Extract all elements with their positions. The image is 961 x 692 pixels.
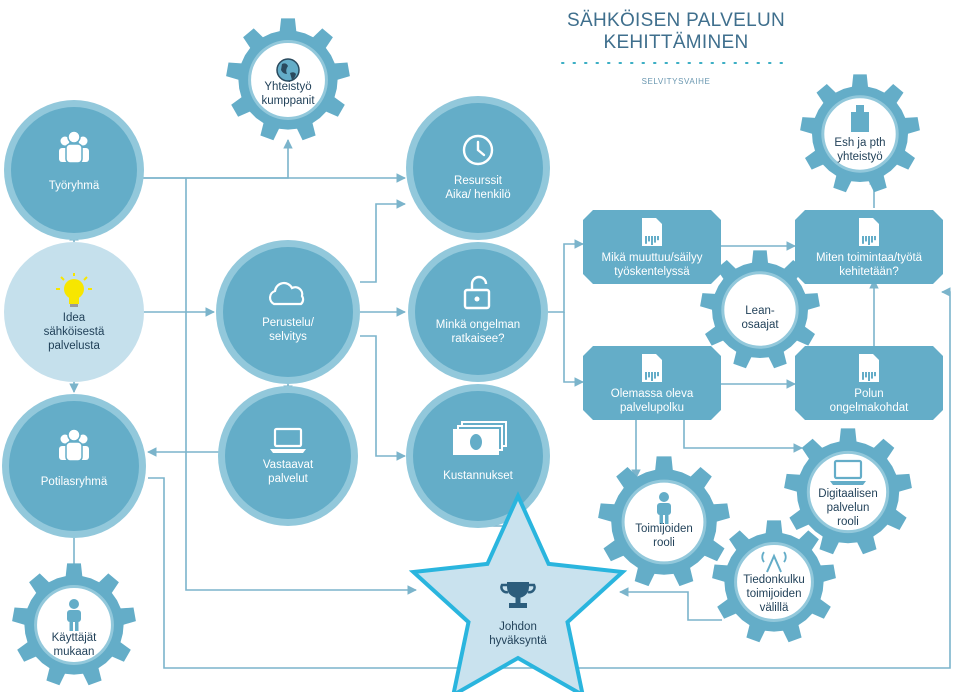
gear-hub [621,479,707,565]
node-circle [11,107,137,233]
unlock-icon [463,275,491,310]
toimijoiden-label: Toimijoiden rooli [635,523,693,549]
node-circle [413,103,543,233]
gear-toimijoiden [598,456,730,587]
kustannukset-label: Kustannukset [443,470,513,482]
trophy-icon [500,582,536,608]
people-icon [59,130,89,164]
vastaavat-label: Vastaavat palvelut [262,459,314,485]
resurssit-label: Resurssit Aika/ henkilö [445,175,511,201]
lean-label: Lean- osaajat [741,305,779,331]
polun-label: Polun ongelmakohdat [829,388,909,414]
potilasryhma-label: Potilasryhmä [40,476,108,488]
person-icon [67,599,81,631]
person-icon [657,492,671,524]
kayttajat-label: Käyttäjät mukaan [51,632,97,658]
money-icon [453,421,507,455]
pulse-icon [748,290,772,308]
box-shape [583,210,721,284]
gear-kayttajat [12,563,136,686]
gear-hub [721,271,799,349]
box-miten [795,210,943,284]
connector [360,335,406,461]
node-circle [223,247,353,377]
gear-tiedonkulku [712,520,836,643]
phase-subtitle: SELVITYSVAIHE [641,77,711,86]
idea-label: Idea sähköisestä palvelusta [43,312,105,352]
connector [360,199,406,283]
tyoryhma-label: Työryhmä [48,180,100,192]
laptop-icon [830,459,866,485]
connector-lines [69,139,951,669]
esh-label: Esh ja pth yhteistyö [834,137,886,163]
hospital-icon [851,105,869,132]
lightbulb-icon [56,273,92,307]
gear-lean [700,250,820,369]
laptop-icon [270,427,306,453]
nodes-layer [2,18,943,692]
gear-hub [806,450,890,534]
gear-hub [34,585,114,665]
node-perustelu [216,240,360,384]
perustelu-label: Perustelu/ selvitys [262,317,314,343]
gear-hub [734,542,814,622]
node-ongelma [408,242,548,382]
node-circle [413,391,543,521]
gear-digitaalisen [784,428,912,555]
node-kustannukset [406,384,550,528]
document-icon [642,218,662,246]
node-circle [225,393,351,519]
title-dotted-divider [561,62,791,64]
box-olemassa [583,346,721,420]
node-circle [11,249,137,375]
yhteistyo-label: Yhteistyö kumppanit [261,81,315,107]
title-block: SÄHKÖISEN PALVELUN KEHITTÄMINEN SELVITYS… [556,10,796,86]
document-icon [859,354,879,382]
node-potilasryhma [2,394,146,538]
node-vastaavat [218,386,358,526]
gear-hub [821,95,899,173]
gear-esh [800,74,920,193]
muuttuu-label: Mikä muuttuu/säilyy työskentelyssä [601,252,703,278]
node-circle [9,401,139,531]
node-idea [4,242,144,382]
connector [619,587,722,621]
digitaalisen-label: Digitaalisen palvelun rooli [818,488,878,528]
connector [185,178,417,595]
johdon-label: Johdon hyväksyntä [489,621,547,647]
node-johdon [408,491,628,692]
connector [548,239,584,313]
olemassa-label: Olemassa oleva palvelupolku [610,388,694,414]
connector [683,418,803,453]
globe-icon [276,58,300,82]
people-icon [59,428,89,462]
box-shape [795,346,943,420]
box-muuttuu [583,210,721,284]
tiedonkulku-label: Tiedonkulku toimijoiden välillä [743,574,805,614]
document-icon [859,218,879,246]
clock-icon [462,134,494,166]
broadcast-icon [761,551,787,573]
box-shape [795,210,943,284]
connector [563,312,584,387]
title-line-1: SÄHKÖISEN PALVELUN [567,10,785,31]
miten-label: Miten toimintaa/työtä kehitetään? [815,252,923,278]
document-icon [642,354,662,382]
box-shape [583,346,721,420]
ongelma-label: Minkä ongelman ratkaisee? [435,319,521,345]
cloud-icon [268,281,305,306]
node-resurssit [406,96,550,240]
node-tyoryhma [4,100,144,240]
gear-yhteistyo [226,18,350,141]
connector [140,139,293,179]
box-polun [795,346,943,420]
title-line-2: KEHITTÄMINEN [603,32,749,53]
node-circle [415,249,541,375]
